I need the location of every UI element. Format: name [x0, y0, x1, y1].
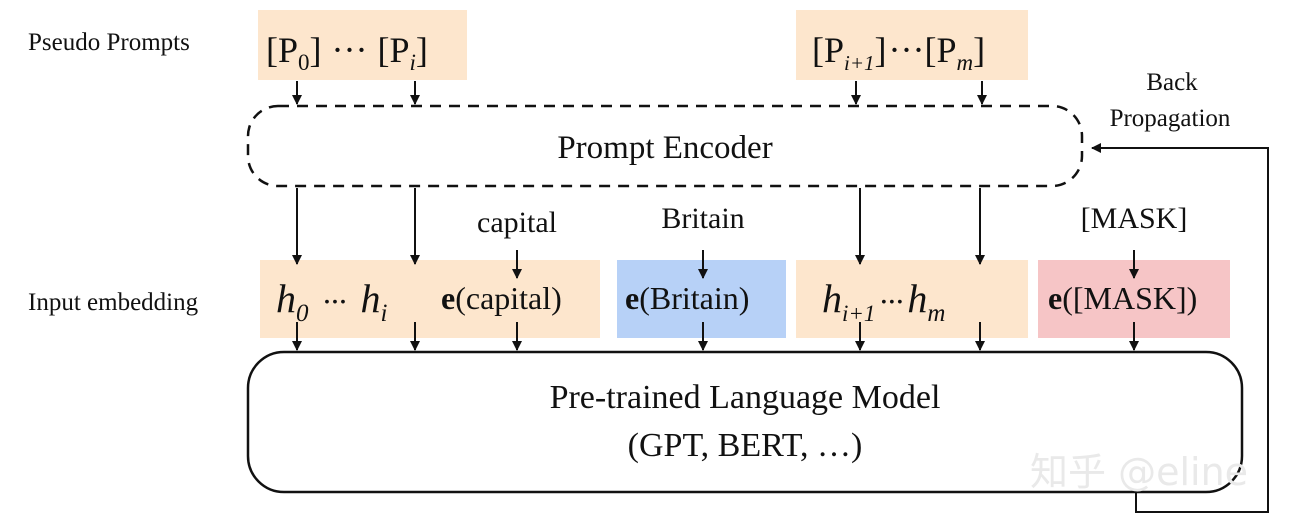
- capital-word: capital: [477, 206, 557, 239]
- prompt-tokens-left: [P0]···[Pi]: [266, 30, 428, 75]
- language-model-box: [246, 350, 1244, 494]
- pseudo-prompts-label: Pseudo Prompts: [28, 29, 190, 56]
- embedding-h-right: hi+1···hm: [822, 276, 945, 327]
- embedding-box-right: [796, 260, 1028, 338]
- embedding-box-left: [260, 260, 600, 338]
- embedding-e-britain: e(Britain): [625, 280, 749, 316]
- language-model-title: Pre-trained Language Model: [550, 379, 941, 416]
- back-propagation-arrow: [1091, 143, 1269, 513]
- prompt-tokens-right: [Pi+1]···[Pm]: [812, 30, 985, 75]
- input-embedding-label: Input embedding: [28, 289, 199, 316]
- prompt-encoder-box: [246, 104, 1084, 188]
- embedding-e-capital: e(capital): [441, 280, 562, 316]
- watermark: 知乎 @eline: [1030, 450, 1248, 494]
- propagation-label: Propagation: [1110, 105, 1231, 132]
- britain-word: Britain: [661, 202, 744, 235]
- back-label: Back: [1146, 69, 1198, 96]
- pseudo-prompt-box-left: [258, 10, 467, 80]
- embedding-e-mask: e([MASK]): [1048, 280, 1197, 316]
- embedding-h-left: h0···hi: [276, 276, 388, 327]
- mask-word: [MASK]: [1081, 202, 1188, 235]
- pseudo-prompt-box-right: [796, 10, 1028, 80]
- prompt-encoder-label: Prompt Encoder: [557, 130, 772, 166]
- language-model-examples: (GPT, BERT, …): [628, 427, 863, 464]
